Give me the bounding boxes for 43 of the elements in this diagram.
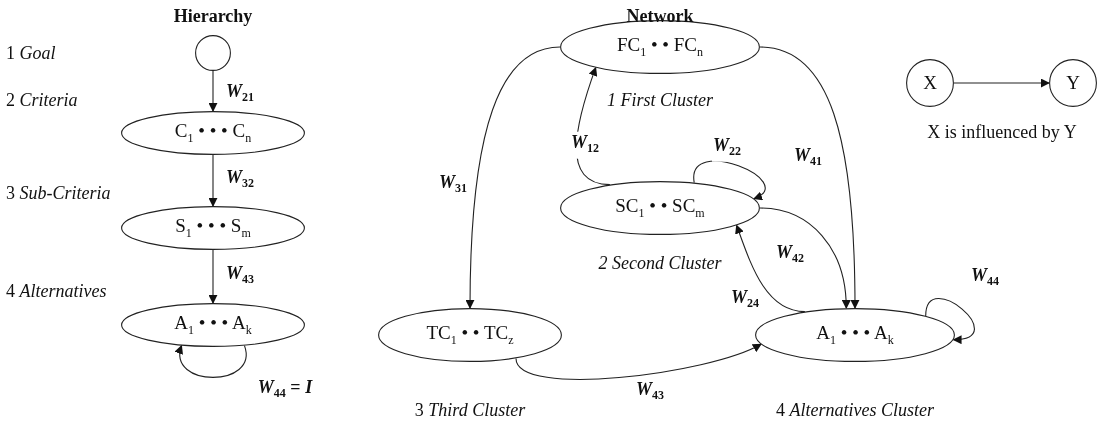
- circle-node: [195, 35, 231, 71]
- arrow: [465, 46, 561, 309]
- ellipse-node: [560, 20, 760, 74]
- heading: Hierarchy: [173, 5, 253, 27]
- node-label: A$_{1}$ • • • A$_{k}$: [816, 322, 894, 348]
- node-label: X: [923, 72, 937, 94]
- ellipse-node: [121, 111, 305, 155]
- cluster-caption: 4 Alternatives Cluster: [776, 399, 934, 421]
- node-label: SC$_{1}$ • • SC$_{m}$: [615, 195, 705, 221]
- heading: Network: [626, 5, 694, 27]
- arrow: [735, 224, 806, 313]
- node-label: S$_{1}$ • • • S$_{m}$: [175, 215, 251, 241]
- arrow: [515, 343, 762, 380]
- ellipse-node: [121, 303, 305, 347]
- arrow: [208, 154, 218, 207]
- legend-note: X is influenced by Y: [927, 121, 1077, 143]
- level-label: 2 Criteria: [6, 89, 78, 111]
- node-label: FC$_{1}$ • • FC$_{n}$: [616, 34, 703, 60]
- node-label: Y: [1066, 72, 1080, 94]
- cluster-caption: 2 Second Cluster: [598, 252, 722, 274]
- cluster-caption: 3 Third Cluster: [414, 399, 526, 421]
- level-label: 3 Sub-Criteria: [6, 182, 111, 204]
- arrow: [208, 70, 218, 112]
- node-label: TC$_{1}$ • • TC$_{z}$: [426, 322, 514, 348]
- arrow: [759, 46, 860, 309]
- cluster-caption: 1 First Cluster: [607, 89, 713, 111]
- ellipse-node: [121, 206, 305, 250]
- arrow: [925, 297, 975, 344]
- level-label: 4 Alternatives: [6, 280, 107, 302]
- edge-label: W$_{12}$: [570, 131, 600, 159]
- ellipse-node: [560, 181, 760, 235]
- ellipse-node: [755, 308, 955, 362]
- ellipse-node: [378, 308, 562, 362]
- circle-node: [1049, 59, 1097, 107]
- arrow: [953, 78, 1050, 88]
- arrow: [693, 160, 766, 200]
- node-label: A$_{1}$ • • • A$_{k}$: [174, 312, 252, 338]
- arrow: [208, 249, 218, 304]
- node-label: C$_{1}$ • • • C$_{n}$: [174, 120, 252, 146]
- arrow: [175, 344, 247, 378]
- circle-node: [906, 59, 954, 107]
- level-label: 1 Goal: [6, 42, 56, 64]
- arrow: [759, 207, 851, 309]
